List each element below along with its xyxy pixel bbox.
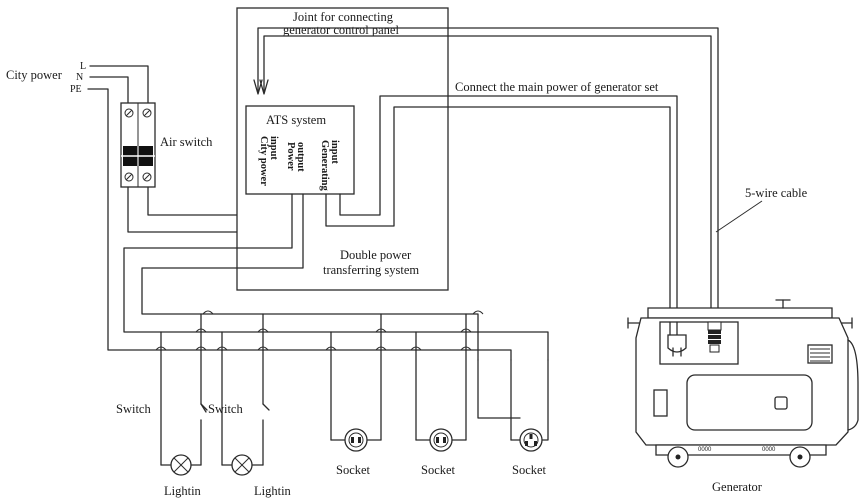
wire-output-1 <box>123 193 549 361</box>
control-arrow-right <box>259 79 269 95</box>
wire-l <box>89 65 149 105</box>
switch-icon <box>200 403 208 421</box>
switch-icon <box>262 403 270 411</box>
city-power-input-label-1: City power <box>258 136 269 186</box>
lamp-icon <box>221 454 264 476</box>
five-wire-leader <box>715 200 763 233</box>
socket-icon <box>415 428 467 452</box>
generating-input-label-2: input <box>329 140 340 164</box>
ats-system-label: ATS system <box>266 113 326 127</box>
wire-gen-main-2 <box>325 106 671 323</box>
double-power-label-line2: transferring system <box>323 263 419 277</box>
double-power-label-line1: Double power <box>340 248 412 262</box>
socket-icon <box>477 359 549 452</box>
load-4-label: Socket <box>421 463 456 477</box>
wire-output-2 <box>141 193 479 361</box>
control-wire-outer <box>257 27 719 323</box>
ats-system-box <box>245 105 355 195</box>
lamp-icon <box>160 454 202 476</box>
city-power-input-label-2: input <box>268 136 279 160</box>
wheel-mark-1: 0000 <box>698 447 712 453</box>
load-circuits <box>155 310 512 466</box>
line-l-label: L <box>80 61 86 72</box>
joint-label-line1: Joint for connecting <box>293 10 394 24</box>
air-switch-icon <box>120 102 156 188</box>
line-n-label: N <box>76 72 83 83</box>
load-1-label: Lightin <box>164 484 202 498</box>
load-2-switch-label: Switch <box>208 402 243 416</box>
joint-label-line2: generator control panel <box>283 23 399 37</box>
connect-main-label: Connect the main power of generator set <box>455 80 659 94</box>
socket-icon <box>330 428 382 452</box>
wheel-mark-2: 0000 <box>762 447 776 453</box>
five-wire-cable-label: 5-wire cable <box>745 186 808 200</box>
generator-label: Generator <box>712 480 763 494</box>
generating-input-label-1: Generating <box>319 140 330 191</box>
city-power-label: City power <box>6 68 63 82</box>
load-1-switch-label: Switch <box>116 402 151 416</box>
city-power-source: City power L N PE <box>6 61 512 361</box>
wire-pe <box>87 88 512 361</box>
wire-n <box>89 76 129 105</box>
load-3-label: Socket <box>336 463 371 477</box>
generator-icon <box>627 299 859 468</box>
power-output-label-2: output <box>295 142 306 172</box>
wire-gen-main-1 <box>339 95 678 323</box>
load-2-label: Lightin <box>254 484 292 498</box>
load-5-label: Socket <box>512 463 547 477</box>
power-output-label-1: Power <box>285 142 296 171</box>
air-switch-label: Air switch <box>160 135 213 149</box>
control-wire-inner <box>263 35 712 323</box>
line-pe-label: PE <box>70 84 82 95</box>
